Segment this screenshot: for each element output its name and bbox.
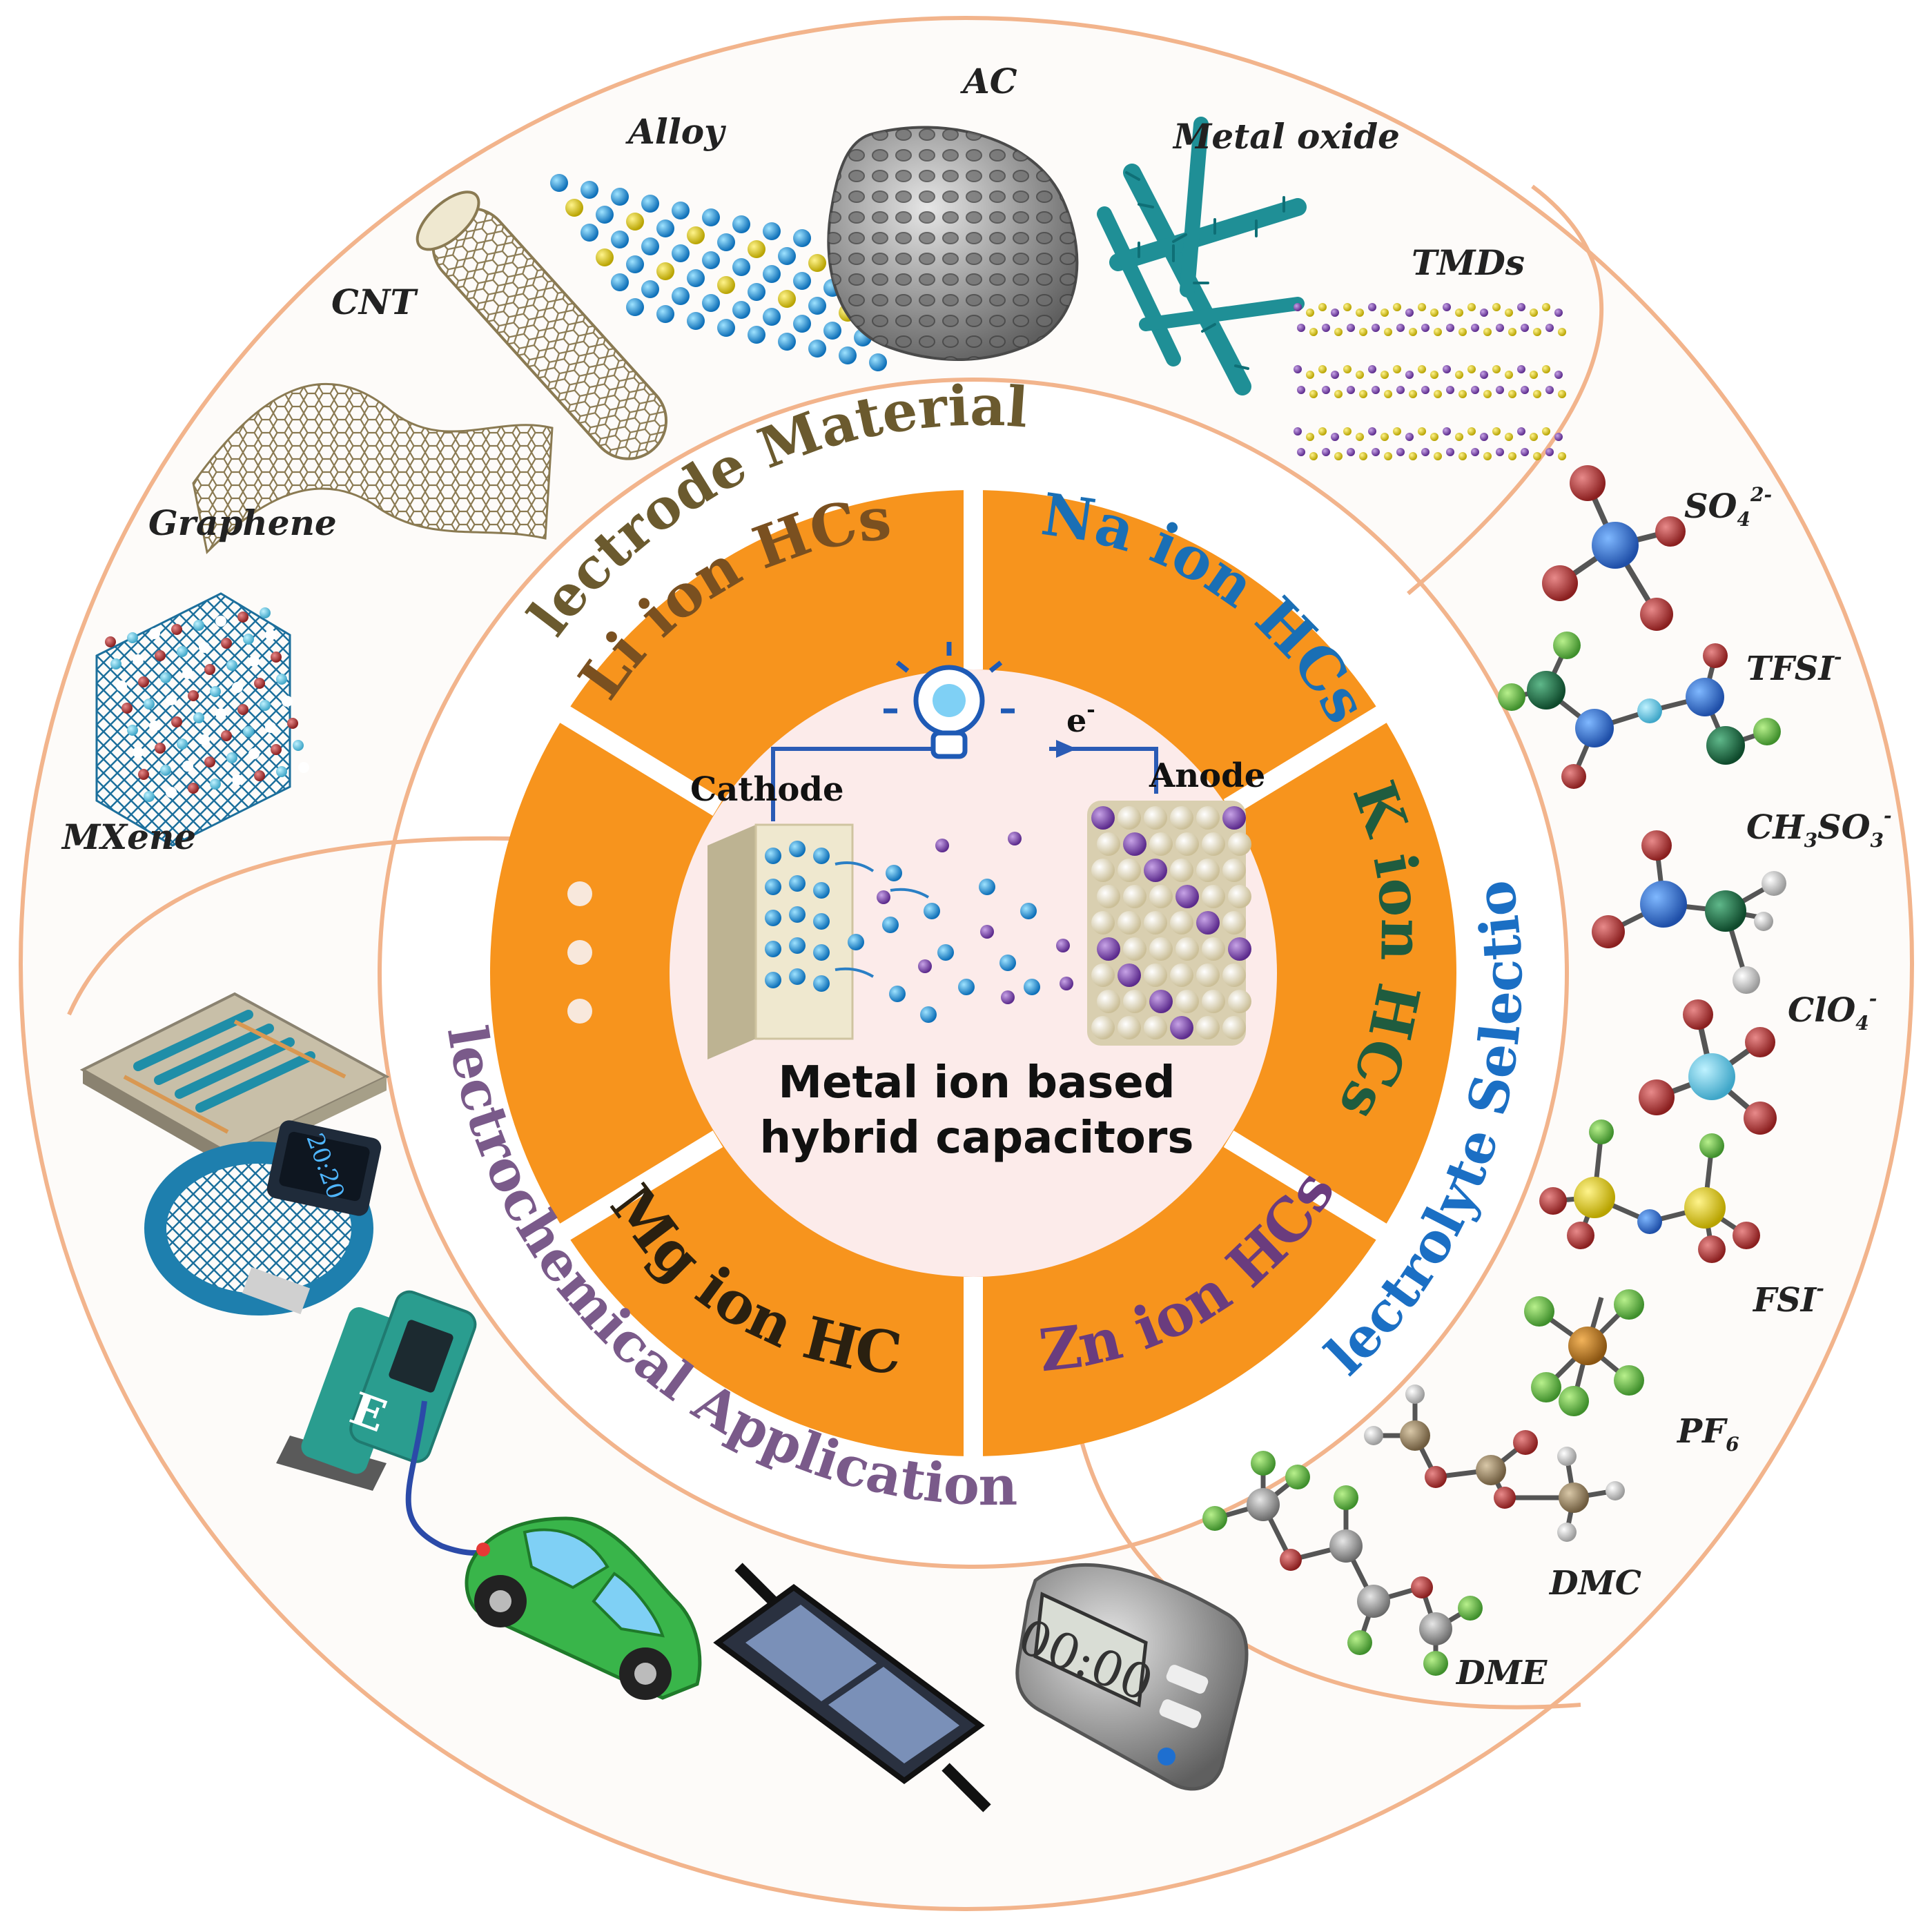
- electrode-zone-arc: [1407, 184, 1603, 596]
- so4-label: SO42-: [1684, 483, 1772, 531]
- fsi-molecule: [1539, 1119, 1760, 1263]
- ch3so3-label: CH3SO3-: [1746, 804, 1892, 852]
- pf6-molecule: [1524, 1289, 1644, 1416]
- anode-label: Anode: [1149, 756, 1265, 795]
- alloy-label: Alloy: [625, 111, 726, 152]
- clo4-label: ClO4-: [1788, 987, 1877, 1035]
- tfsi-label: TFSI-: [1746, 645, 1842, 688]
- cathode-electrode: [708, 823, 854, 1059]
- metal-oxide-label: Metal oxide: [1172, 116, 1400, 157]
- lightbulb-icon: [884, 642, 1015, 759]
- clo4-molecule: [1639, 999, 1777, 1135]
- ch3so3-molecule: [1592, 830, 1786, 994]
- metal-oxide-illustration: [1097, 117, 1307, 395]
- ac-illustration: [827, 126, 1079, 361]
- tmds-label: TMDs: [1412, 242, 1525, 283]
- cathode-label: Cathode: [690, 770, 844, 809]
- electron-label: e-: [1066, 698, 1095, 739]
- more-dots: [567, 881, 592, 1024]
- tmds-illustration: [1294, 303, 1566, 460]
- digital-timer-device: 00:00: [1011, 1563, 1249, 1791]
- so4-molecule: [1542, 465, 1686, 631]
- alloy-illustration: [550, 174, 887, 371]
- tfsi-molecule: [1498, 632, 1781, 789]
- electric-car-device: [465, 1516, 702, 1700]
- ions: [835, 832, 1073, 1023]
- dme-molecule: [1202, 1451, 1483, 1676]
- cnt-illustration: [416, 190, 668, 460]
- anode-electrode: [1087, 801, 1251, 1046]
- ac-label: AC: [960, 61, 1017, 101]
- dmc-molecule: [1364, 1385, 1625, 1542]
- applications-zone-arc: [67, 836, 511, 1016]
- center-title-line2: hybrid capacitors: [760, 1113, 1194, 1164]
- dme-label: DME: [1455, 1654, 1548, 1692]
- smartwatch-device: 20:20: [144, 1120, 382, 1315]
- graphene-illustration: [192, 382, 554, 555]
- ion-segments-ring: [490, 483, 1456, 1463]
- graphene-label: Graphene: [148, 502, 337, 543]
- dmc-label: DMC: [1548, 1564, 1641, 1603]
- center-schematic: e- Cathode Anode: [690, 642, 1265, 1164]
- pf6-label: PF6: [1676, 1412, 1739, 1456]
- mxene-label: MXene: [61, 816, 196, 857]
- cnt-label: CNT: [331, 282, 418, 322]
- battery-pack-device: [713, 1563, 991, 1812]
- center-title-line1: Metal ion based: [778, 1057, 1175, 1108]
- mxene-illustration: [95, 592, 309, 847]
- fsi-label: FSI-: [1752, 1277, 1824, 1320]
